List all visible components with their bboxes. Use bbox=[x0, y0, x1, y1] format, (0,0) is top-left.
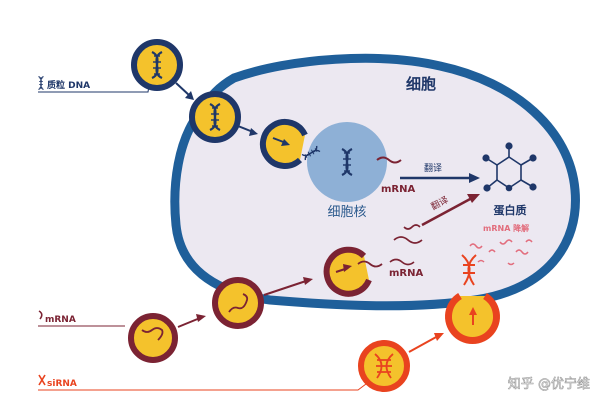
cell-label: 细胞 bbox=[406, 75, 436, 93]
mrna-strand-icon bbox=[357, 260, 383, 268]
degraded-mrna-fragments bbox=[469, 239, 533, 266]
mrna-legend: mRNA bbox=[38, 310, 76, 325]
sirna-duplex-icon bbox=[461, 254, 477, 286]
sirna-duplex-icon bbox=[38, 374, 46, 386]
translation-label-1: 翻译 bbox=[424, 163, 442, 174]
mrna-cytoplasm-strand-3 bbox=[389, 258, 415, 266]
sirna-particle-outside bbox=[358, 340, 410, 392]
dna-particle-releasing bbox=[259, 119, 321, 169]
mrna-nucleus-label: mRNA bbox=[381, 184, 415, 195]
arrowhead-mrna-1 bbox=[196, 314, 206, 322]
sirna-particle-releasing bbox=[445, 254, 500, 344]
mrna-particle-releasing bbox=[323, 246, 383, 297]
mrna-input-label: mRNA bbox=[45, 315, 76, 325]
plasmid-dna-label: 质粒 DNA bbox=[47, 79, 90, 91]
mrna-strand-icon bbox=[228, 293, 249, 313]
mrna-particle-membrane bbox=[212, 277, 264, 329]
arrowhead-translation-2 bbox=[467, 194, 480, 203]
dna-particle-membrane bbox=[189, 91, 241, 143]
plasmid-dna-legend: 质粒 DNA bbox=[37, 75, 90, 91]
sirna-input-label: siRNA bbox=[47, 379, 77, 389]
dna-particle-outside bbox=[131, 39, 183, 91]
arrow-dna-1 bbox=[175, 82, 191, 97]
mrna-particle-outside bbox=[128, 313, 178, 363]
watermark: 知乎 @优宁维 bbox=[508, 376, 590, 392]
sirna-duplex-icon bbox=[374, 353, 394, 379]
arrowhead-sirna-1 bbox=[434, 333, 444, 341]
sirna-input-line bbox=[38, 383, 367, 391]
mrna-cytoplasm-strand-2 bbox=[403, 224, 421, 230]
arrowhead-dna-1 bbox=[185, 91, 194, 100]
mrna-cytoplasm-strand-1 bbox=[393, 236, 423, 244]
mrna-cytoplasm-label: mRNA bbox=[389, 268, 423, 279]
arrowhead-dna-2 bbox=[249, 128, 258, 136]
protein-molecule-icon bbox=[482, 142, 537, 192]
arrowhead-mrna-2 bbox=[303, 277, 313, 285]
sirna-legend: siRNA bbox=[38, 374, 77, 389]
arrowhead-translation-1 bbox=[469, 173, 480, 183]
mrna-nucleus-strand bbox=[376, 156, 402, 164]
mrna-strand-icon bbox=[141, 327, 164, 341]
arrow-sirna-1 bbox=[408, 335, 439, 353]
arrow-mrna-1 bbox=[177, 317, 201, 328]
mrna-strand-icon bbox=[38, 310, 43, 320]
protein-label: 蛋白质 bbox=[494, 203, 527, 217]
dna-helix-icon bbox=[37, 75, 45, 91]
mrna-degradation-label: mRNA 降解 bbox=[483, 223, 529, 233]
arrow-mrna-2 bbox=[263, 280, 307, 296]
nucleus-label: 细胞核 bbox=[327, 205, 366, 220]
arrow-translation-2 bbox=[421, 196, 473, 227]
